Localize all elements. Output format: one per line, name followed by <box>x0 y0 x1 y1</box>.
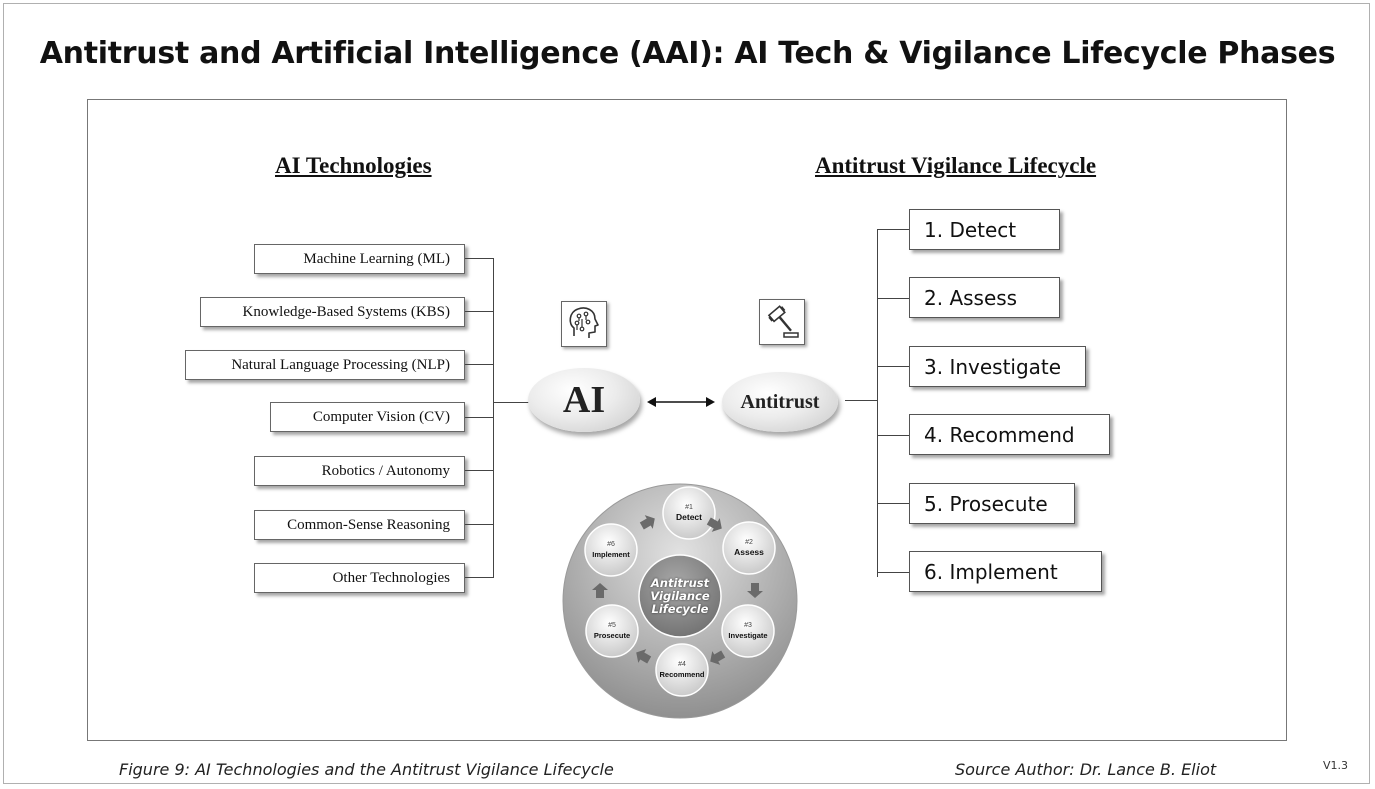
cycle-step-recommend-circle <box>655 643 709 697</box>
lifecycle-center-line-2: Vigilance <box>650 588 710 603</box>
page-title: Antitrust and Artificial Intelligence (A… <box>39 36 1336 71</box>
cycle-step-implement-circle <box>584 523 638 577</box>
cycle-step-number: #6 <box>607 540 615 548</box>
cycle-step-recommend: #4 Recommend <box>655 643 709 697</box>
cycle-step-number: #5 <box>608 621 616 629</box>
vigilance-lifecycle-heading: Antitrust Vigilance Lifecycle <box>815 153 1097 178</box>
phase-box-implement: 6. Implement <box>909 551 1102 592</box>
bidirectional-arrow-icon <box>647 397 715 407</box>
lifecycle-center-line-1: Antitrust <box>650 575 710 590</box>
lifecycle-circle-diagram <box>562 483 798 719</box>
slide-border <box>3 3 1370 784</box>
cycle-arrow-icon <box>592 583 608 598</box>
connector-line <box>877 503 910 504</box>
connector-line <box>877 435 910 436</box>
cycle-step-detect-circle <box>662 486 716 540</box>
ai-node: AI <box>528 368 640 432</box>
connector-line <box>465 524 493 525</box>
cycle-step-assess-circle <box>722 521 776 575</box>
source-author: Source Author: Dr. Lance B. Eliot <box>955 760 1217 779</box>
antitrust-node: Antitrust <box>722 372 838 432</box>
phase-box-prosecute: 5. Prosecute <box>909 483 1075 524</box>
connector-line <box>465 364 493 365</box>
tech-box-knowledge-based-systems: Knowledge-Based Systems (KBS) <box>200 297 465 327</box>
cycle-step-number: #1 <box>685 503 693 511</box>
cycle-arrow-icon <box>639 515 655 530</box>
lifecycle-center-circle <box>638 554 722 638</box>
cycle-step-investigate-circle <box>721 604 775 658</box>
connector-line <box>877 229 910 230</box>
lifecycle-center-label: Antitrust Vigilance Lifecycle <box>640 556 720 636</box>
connector-line <box>877 366 910 367</box>
cycle-step-detect: #1 Detect <box>662 486 716 540</box>
cycle-arrow-icon <box>706 517 722 532</box>
cycle-step-prosecute-circle <box>585 604 639 658</box>
cycle-step-number: #2 <box>745 538 753 546</box>
tech-box-common-sense-reasoning: Common-Sense Reasoning <box>254 510 465 540</box>
phase-box-investigate: 3. Investigate <box>909 346 1086 387</box>
connector-to-ai <box>493 402 529 403</box>
tech-box-other-technologies: Other Technologies <box>254 563 465 593</box>
tech-box-computer-vision: Computer Vision (CV) <box>270 402 465 432</box>
phase-box-detect: 1. Detect <box>909 209 1060 250</box>
tech-box-robotics-autonomy: Robotics / Autonomy <box>254 456 465 486</box>
cycle-step-label: Prosecute <box>593 630 631 640</box>
connector-line <box>465 417 493 418</box>
connector-line <box>465 311 493 312</box>
cycle-step-number: #3 <box>744 621 752 629</box>
phase-box-assess: 2. Assess <box>909 277 1060 318</box>
cycle-arrow-icon <box>747 583 763 598</box>
cycle-step-prosecute: #5 Prosecute <box>585 604 639 658</box>
ai-technologies-heading: AI Technologies <box>275 153 432 178</box>
cycle-step-number: #4 <box>678 660 686 668</box>
connector-line <box>465 258 493 259</box>
cycle-step-label: Recommend <box>659 669 705 679</box>
connector-line <box>877 572 910 573</box>
connector-line <box>465 577 493 578</box>
cycle-arrow-icon <box>636 649 652 664</box>
version-label: V1.3 <box>1323 759 1349 772</box>
gavel-icon <box>759 299 805 345</box>
bracket-line-left <box>493 258 494 578</box>
phase-box-recommend: 4. Recommend <box>909 414 1110 455</box>
cycle-step-implement: #6 Implement <box>584 523 638 577</box>
diagram-frame <box>87 99 1287 741</box>
bracket-line-right <box>877 229 878 577</box>
brain-head-icon <box>561 301 607 347</box>
cycle-step-label: Assess <box>734 546 764 557</box>
cycle-step-label: Investigate <box>728 630 768 640</box>
cycle-step-assess: #2 Assess <box>722 521 776 575</box>
figure-caption: Figure 9: AI Technologies and the Antitr… <box>119 760 614 779</box>
tech-box-machine-learning: Machine Learning (ML) <box>254 244 465 274</box>
cycle-step-label: Implement <box>592 549 630 559</box>
connector-line <box>877 298 910 299</box>
tech-box-natural-language-processing: Natural Language Processing (NLP) <box>185 350 465 380</box>
cycle-arrow-icon <box>710 650 726 665</box>
cycle-step-investigate: #3 Investigate <box>721 604 775 658</box>
connector-line <box>465 470 493 471</box>
cycle-step-label: Detect <box>676 511 702 522</box>
connector-to-lifecycle <box>845 400 878 401</box>
lifecycle-center-line-3: Lifecycle <box>651 601 709 616</box>
